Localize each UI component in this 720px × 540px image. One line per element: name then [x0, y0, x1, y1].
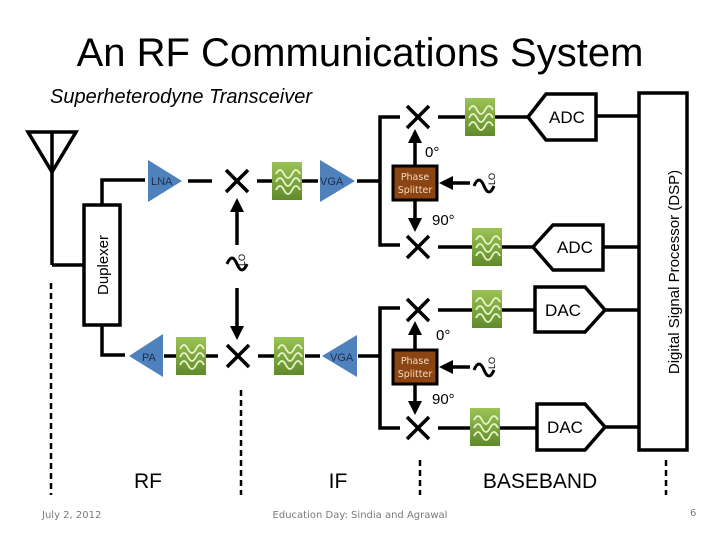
tx-vga-amplifier: VGA — [322, 335, 357, 377]
rx-q-filter-icon — [471, 227, 503, 267]
rx-i-adc-block: ADC — [525, 92, 598, 142]
band-label-baseband: BASEBAND — [483, 470, 597, 493]
rx-iq-bracket — [378, 115, 400, 247]
tx-iq-bracket — [378, 306, 400, 430]
rx-i-mixer-icon — [405, 104, 431, 130]
rx-vga-label: VGA — [320, 176, 344, 188]
rx-rf-filter-icon — [271, 161, 303, 201]
tx-q-filter-icon — [469, 407, 501, 447]
band-label-if: IF — [329, 470, 348, 493]
pa-label: PA — [142, 352, 157, 364]
band-label-rf: RF — [134, 470, 162, 493]
footer-center: Education Day: Sindia and Agrawal — [273, 510, 448, 521]
tx-rf-filter-icon — [175, 336, 207, 376]
lna-label: LNA — [151, 176, 173, 188]
rx-lo-icon: LO — [472, 173, 497, 194]
tx-q-dac-block: DAC — [535, 402, 608, 452]
rx-vga-amplifier: VGA — [320, 160, 355, 202]
tx-lo-icon: LO — [472, 357, 497, 378]
rf-lo-label: LO — [237, 254, 247, 266]
slide-title: An RF Communications System — [77, 31, 644, 75]
tx-vga-label: VGA — [330, 352, 354, 364]
rx-i-adc-label: ADC — [549, 108, 585, 127]
tx-rf-mixer-icon — [225, 343, 251, 369]
rx-rf-mixer-icon — [224, 168, 250, 194]
rx-q-adc-block: ADC — [530, 223, 605, 272]
duplexer-rx-wire — [100, 178, 145, 205]
duplexer-tx-wire — [100, 325, 125, 357]
duplexer-label: Duplexer — [95, 235, 112, 295]
rx-phase-splitter: Phase Splitter — [391, 164, 439, 202]
tx-q-mixer-icon — [405, 415, 431, 441]
dsp-block: Digital Signal Processor (DSP) — [637, 91, 689, 452]
tx-lo-label: LO — [487, 357, 497, 369]
footer-page-number: 6 — [690, 508, 696, 519]
rx-q-mixer-icon — [405, 234, 431, 260]
rx-phase-splitter-label-1: Phase — [401, 172, 430, 183]
rx-0deg-label: 0° — [425, 144, 439, 161]
lna-amplifier: LNA — [148, 160, 182, 202]
tx-i-mixer-icon — [405, 297, 431, 323]
duplexer-block: Duplexer — [82, 203, 122, 327]
tx-i-dac-label: DAC — [545, 301, 581, 320]
tx-q-dac-label: DAC — [547, 418, 583, 437]
pa-amplifier: PA — [129, 334, 163, 377]
tx-i-filter-icon — [471, 289, 503, 329]
tx-if-filter-icon — [273, 336, 305, 376]
slide-subtitle: Superheterodyne Transceiver — [50, 86, 313, 108]
dsp-label: Digital Signal Processor (DSP) — [666, 170, 683, 374]
tx-90deg-label: 90° — [432, 391, 455, 408]
rx-q-adc-label: ADC — [557, 238, 593, 257]
footer-date: July 2, 2012 — [41, 510, 101, 521]
rx-lo-label: LO — [487, 173, 497, 185]
rx-i-filter-icon — [464, 97, 496, 137]
tx-i-dac-block: DAC — [533, 285, 608, 334]
tx-0deg-label: 0° — [436, 327, 450, 344]
tx-phase-splitter-label-2: Splitter — [398, 369, 433, 380]
antenna-icon — [24, 130, 84, 267]
rx-90deg-label: 90° — [432, 212, 455, 229]
tx-phase-splitter: Phase Splitter — [391, 348, 439, 386]
rx-phase-splitter-label-2: Splitter — [398, 185, 433, 196]
rf-lo-icon: LO — [225, 254, 249, 272]
tx-phase-splitter-label-1: Phase — [401, 356, 430, 367]
